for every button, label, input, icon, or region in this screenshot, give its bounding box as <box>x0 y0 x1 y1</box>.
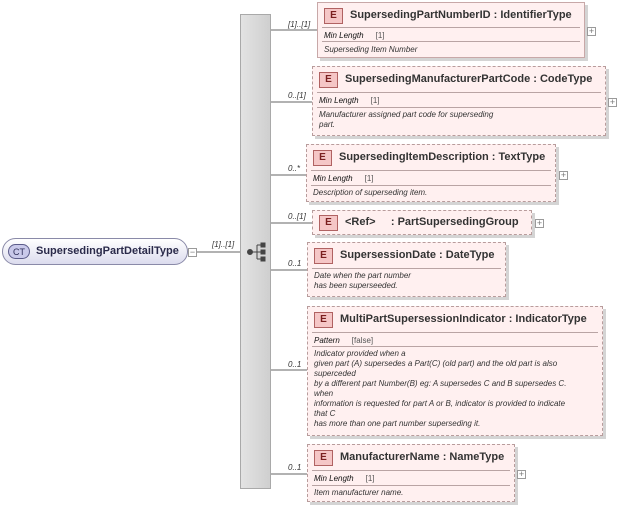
sequence-cardinality: [1]..[1] <box>212 240 235 249</box>
divider <box>312 332 598 333</box>
facet-row: Min Length [1] <box>319 96 380 105</box>
element-node-part-superseding-group-ref[interactable]: E <Ref> : PartSupersedingGroup <box>312 210 532 235</box>
expand-toggle-icon[interactable]: + <box>535 218 544 228</box>
facet-value: [1] <box>364 174 374 183</box>
divider <box>317 107 601 108</box>
sequence-icon <box>247 242 266 262</box>
expand-toggle-icon[interactable]: + <box>587 26 596 36</box>
facet-value: [1] <box>375 31 385 40</box>
element-badge: E <box>314 248 333 264</box>
element-title: <Ref> : PartSupersedingGroup <box>345 216 519 228</box>
facet-label: Min Length <box>314 474 354 483</box>
element-documentation: Superseding Item Number <box>324 45 418 54</box>
divider <box>312 470 510 471</box>
element-badge: E <box>319 72 338 88</box>
facet-row: Min Length [1] <box>324 31 385 40</box>
element-title: SupersessionDate : DateType <box>340 249 495 261</box>
element-badge: E <box>319 215 338 231</box>
facet-label: Min Length <box>319 96 359 105</box>
expand-toggle-icon[interactable]: + <box>517 469 526 479</box>
element-badge: E <box>314 312 333 328</box>
divider <box>312 268 501 269</box>
element-badge: E <box>314 450 333 466</box>
divider <box>312 485 510 486</box>
element-cardinality: [1]..[1] <box>288 20 311 29</box>
divider <box>311 185 551 186</box>
element-cardinality: 0..[1] <box>288 212 306 221</box>
element-badge: E <box>313 150 332 166</box>
facet-label: Min Length <box>324 31 364 40</box>
element-documentation: Date when the part number has been super… <box>314 271 411 290</box>
complex-type-badge: CT <box>8 244 30 259</box>
element-documentation: Indicator provided when a given part (A)… <box>314 349 567 428</box>
element-cardinality: 0..1 <box>288 463 302 472</box>
element-title: SupersedingPartNumberID : IdentifierType <box>350 9 572 21</box>
complex-type-name: SupersedingPartDetailType <box>36 245 179 257</box>
facet-row: Pattern [false] <box>314 336 373 345</box>
element-node-superseding-item-description[interactable]: E SupersedingItemDescription : TextType … <box>306 144 556 202</box>
element-cardinality: 0..1 <box>288 259 302 268</box>
divider <box>311 170 551 171</box>
element-title: ManufacturerName : NameType <box>340 451 505 463</box>
facet-value: [1] <box>365 474 375 483</box>
divider <box>322 41 580 42</box>
facet-row: Min Length [1] <box>313 174 374 183</box>
divider <box>317 92 601 93</box>
facet-row: Min Length [1] <box>314 474 375 483</box>
element-node-supersession-date[interactable]: E SupersessionDate : DateType Date when … <box>307 242 506 297</box>
element-documentation: Description of superseding item. <box>313 188 428 197</box>
element-node-superseding-manufacturer-part-code[interactable]: E SupersedingManufacturerPartCode : Code… <box>312 66 606 136</box>
element-title: MultiPartSupersessionIndicator : Indicat… <box>340 313 587 325</box>
divider <box>312 346 598 347</box>
element-title: SupersedingItemDescription : TextType <box>339 151 546 163</box>
element-cardinality: 0..1 <box>288 360 302 369</box>
element-cardinality: 0..* <box>288 164 301 173</box>
element-badge: E <box>324 8 343 24</box>
element-documentation: Manufacturer assigned part code for supe… <box>319 110 494 129</box>
expand-toggle-icon[interactable]: + <box>559 170 568 180</box>
complex-type-node[interactable]: CT SupersedingPartDetailType <box>2 238 188 265</box>
element-cardinality: 0..[1] <box>288 91 306 100</box>
element-node-manufacturer-name[interactable]: E ManufacturerName : NameType Min Length… <box>307 444 515 502</box>
facet-label: Min Length <box>313 174 353 183</box>
element-documentation: Item manufacturer name. <box>314 488 404 497</box>
divider <box>322 27 580 28</box>
facet-value: [false] <box>351 336 374 345</box>
facet-label: Pattern <box>314 336 340 345</box>
expand-toggle-icon[interactable]: + <box>608 97 617 107</box>
element-title: SupersedingManufacturerPartCode : CodeTy… <box>345 73 593 85</box>
facet-value: [1] <box>370 96 380 105</box>
element-node-multi-part-supersession-indicator[interactable]: E MultiPartSupersessionIndicator : Indic… <box>307 306 603 436</box>
element-node-superseding-part-number-id[interactable]: E SupersedingPartNumberID : IdentifierTy… <box>317 2 585 58</box>
collapse-toggle-icon[interactable]: − <box>188 247 197 257</box>
